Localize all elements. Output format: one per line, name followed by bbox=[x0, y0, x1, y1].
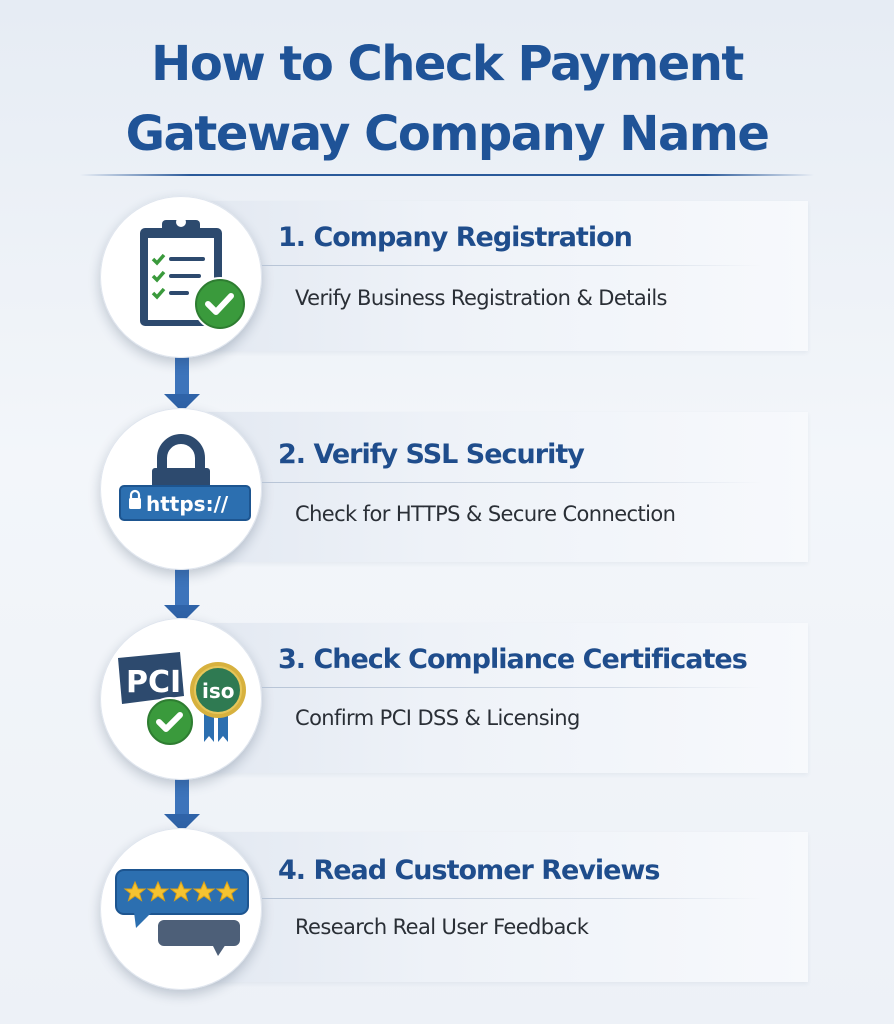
step-card-2 bbox=[186, 412, 808, 562]
step-card-1 bbox=[186, 201, 808, 351]
step-card-4 bbox=[186, 832, 808, 982]
step-1-divider bbox=[262, 265, 762, 266]
step-1-icon-circle bbox=[100, 196, 262, 358]
step-3-description: Confirm PCI DSS & Licensing bbox=[295, 706, 580, 730]
down-arrow-2 bbox=[164, 563, 200, 623]
step-2-title: 2. Verify SSL Security bbox=[278, 439, 585, 470]
step-2-description: Check for HTTPS & Secure Connection bbox=[295, 502, 676, 526]
https-badge-text: https:// bbox=[146, 492, 229, 516]
padlock-https-icon: https:// bbox=[119, 434, 251, 521]
clipboard-check-icon bbox=[140, 217, 247, 331]
down-arrow-1 bbox=[164, 352, 200, 412]
iso-badge-text: iso bbox=[202, 679, 235, 703]
step-4-description: Research Real User Feedback bbox=[295, 915, 589, 939]
step-1-description: Verify Business Registration & Details bbox=[295, 286, 668, 310]
step-4-title: 4. Read Customer Reviews bbox=[278, 855, 661, 886]
five-star-rating bbox=[123, 880, 239, 902]
step-4-icon-circle bbox=[100, 828, 262, 990]
page-title-line-1: How to Check Payment bbox=[151, 36, 744, 92]
step-3-title: 3. Check Compliance Certificates bbox=[278, 644, 748, 675]
step-3-icon-circle: PCI iso bbox=[100, 618, 262, 780]
step-1-title: 1. Company Registration bbox=[278, 222, 633, 253]
pci-badge-text: PCI bbox=[126, 665, 181, 700]
pci-iso-certificate-icon: PCI iso bbox=[118, 652, 246, 747]
step-4-divider bbox=[262, 898, 762, 899]
title-divider bbox=[80, 174, 814, 176]
page-title-line-2: Gateway Company Name bbox=[125, 106, 770, 162]
review-stars-bubble-icon bbox=[115, 869, 249, 956]
step-2-icon-circle: https:// bbox=[100, 408, 262, 570]
step-2-divider bbox=[262, 482, 762, 483]
down-arrow-3 bbox=[164, 772, 200, 832]
step-card-3 bbox=[186, 623, 808, 773]
step-3-divider bbox=[262, 687, 762, 688]
